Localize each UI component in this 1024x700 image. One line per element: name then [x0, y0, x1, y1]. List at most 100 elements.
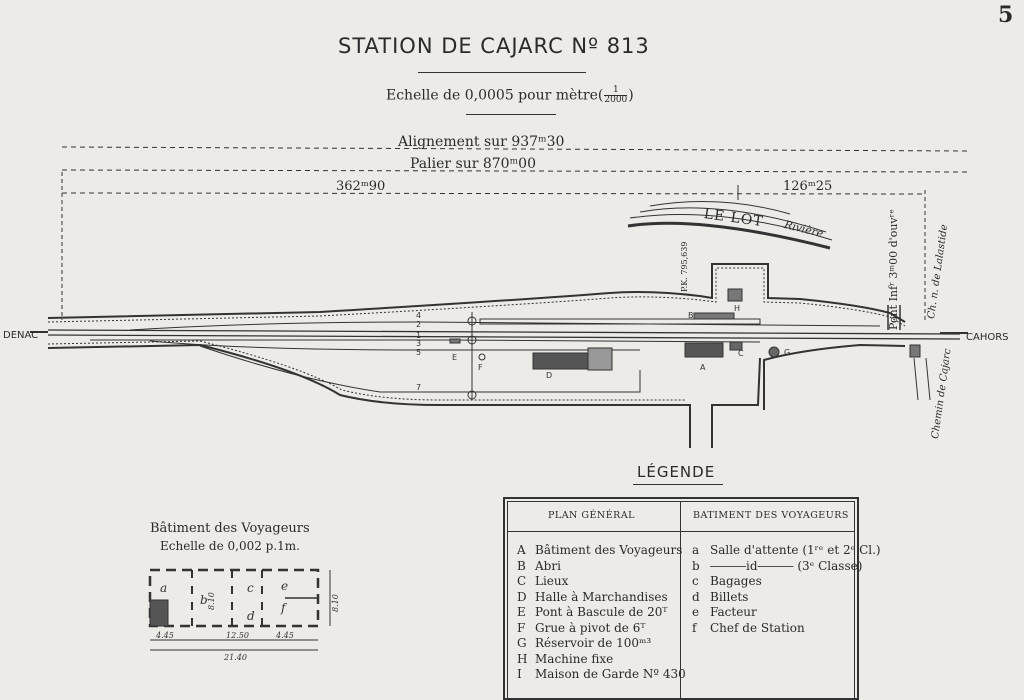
- track-number-1: 1: [416, 331, 421, 340]
- legend-batiment-item-key: e: [692, 605, 700, 619]
- letter-E: E: [452, 353, 457, 362]
- building-H-machine: [727, 288, 743, 302]
- main-track-2: [47, 334, 961, 340]
- legend-batiment-item-d: d Billets: [692, 590, 748, 604]
- building-I-garde: [909, 344, 921, 358]
- plan-title: STATION DE CAJARC Nº 813: [338, 34, 650, 58]
- track-number-2: 2: [416, 320, 421, 329]
- river-bank-south: [627, 221, 831, 250]
- legend-plan-item-label: Halle à Marchandises: [535, 589, 668, 604]
- legend-batiment-item-label: Billets: [710, 589, 749, 604]
- legend-plan-item-key: F: [517, 620, 526, 635]
- siding-track-7: [199, 345, 641, 393]
- letter-D: D: [546, 371, 552, 380]
- legend-plan-item-label: Machine fixe: [535, 651, 614, 666]
- legend-plan-item-key: C: [517, 574, 527, 588]
- legend-batiment-item-key: b: [692, 558, 700, 573]
- legend-batiment-item-key: a: [692, 543, 700, 557]
- legend-plan-item-key: D: [517, 589, 527, 604]
- legend-plan-item-key: G: [517, 636, 527, 650]
- legend-batiment-item-key: c: [692, 574, 699, 588]
- siding-track-3: [90, 339, 761, 343]
- legend-header-rule: [507, 531, 855, 532]
- track-number-3: 3: [416, 339, 421, 348]
- legend-plan-item-H: H Machine fixe: [517, 652, 613, 666]
- partial-dimension-line: [61, 192, 926, 195]
- letter-H: H: [734, 304, 740, 313]
- batiment-title: Bâtiment des Voyageurs: [150, 521, 310, 536]
- track-number-7: 7: [416, 383, 421, 392]
- legend-plan-item-label: Maison de Garde Nº 430: [535, 667, 686, 681]
- track-number-5: 5: [416, 348, 421, 357]
- scale-text: Echelle de 0,0005 pour mètre: [386, 87, 598, 104]
- legend-plan-item-label: Abri: [535, 558, 561, 573]
- siding-track-2: [129, 321, 881, 331]
- palier-dimension-line: [61, 169, 971, 173]
- legend-batiment-item-key: d: [692, 589, 700, 604]
- alignement-label: Alignement sur 937ᵐ30: [398, 134, 565, 150]
- building-A-voyageurs: [684, 342, 724, 358]
- dimension-right: 126ᵐ25: [783, 179, 833, 194]
- batiment-floorplan: [148, 568, 331, 651]
- room-a: a: [160, 581, 167, 595]
- pont-bascule-E: [449, 338, 461, 344]
- embankment-bottom: [47, 343, 761, 448]
- page-number: 5: [998, 2, 1014, 28]
- legend-plan-item-label: Réservoir de 100ᵐ³: [535, 636, 652, 650]
- legend-plan-item-label: Pont à Bascule de 20ᵀ: [535, 605, 668, 619]
- river-hatch-2: [639, 207, 827, 233]
- main-track-1: [47, 329, 961, 335]
- building-C-lieux: [729, 341, 743, 351]
- legend-plan-item-G: G Réservoir de 100ᵐ³: [517, 636, 651, 650]
- legend-plan-item-key: E: [517, 605, 526, 619]
- embankment-top: [47, 263, 906, 323]
- legend-title: LÉGENDE: [637, 463, 716, 481]
- building-B-abri: [693, 312, 735, 320]
- legend-batiment-item-label: Salle d'attente (1ʳᵉ et 2ᵉ Cl.): [710, 543, 881, 557]
- legend-plan-item-key: A: [517, 543, 526, 557]
- legend-title-underline: [633, 484, 723, 485]
- legend-batiment-item-label: Facteur: [710, 605, 757, 619]
- legend-plan-heading: PLAN GÉNÉRAL: [548, 510, 635, 521]
- destination-left: DENAC: [3, 330, 39, 341]
- legend-plan-item-label: Bâtiment des Voyageurs: [535, 543, 683, 557]
- title-underline: [418, 72, 586, 73]
- legend-plan-item-A: A Bâtiment des Voyageurs: [517, 543, 682, 557]
- room-d: d: [247, 609, 255, 623]
- platform-quay: [479, 318, 761, 325]
- embankment-top-hatch: [47, 267, 906, 327]
- scale-numerator: 1: [604, 86, 628, 96]
- dim-8-10-b: 8.10: [331, 594, 340, 612]
- legend-batiment-item-label: ―――id――― (3ᵉ Classe): [710, 558, 863, 573]
- bridge-label: Pont Infʳ 3ᵐ00 d'ouvʳᵉ: [887, 209, 900, 330]
- letter-C: C: [738, 349, 744, 358]
- batiment-scale: Echelle de 0,002 p.1m.: [160, 539, 300, 553]
- letter-G: G: [784, 348, 790, 357]
- legend-plan-item-E: E Pont à Bascule de 20ᵀ: [517, 605, 667, 619]
- room-c: c: [247, 581, 254, 595]
- destination-right: CAHORS: [966, 332, 1009, 343]
- legend-batiment-heading: BATIMENT DES VOYAGEURS: [693, 510, 849, 521]
- alignement-dimension-line: [61, 146, 971, 152]
- legend-batiment-item-label: Chef de Station: [710, 620, 805, 635]
- letter-F: F: [478, 363, 483, 372]
- palier-label: Palier sur 870ᵐ00: [410, 156, 536, 172]
- legend-batiment-item-b: b ―――id――― (3ᵉ Classe): [692, 559, 862, 573]
- dim-4-45-a: 4.45: [155, 631, 174, 640]
- kilometer-point-label: P.K. 795,639: [680, 241, 689, 292]
- scale-denominator: 2000: [604, 95, 628, 105]
- letter-A: A: [700, 363, 706, 372]
- river-hatch-3: [649, 201, 791, 215]
- room-f: f: [280, 601, 288, 615]
- legend-plan-item-key: H: [517, 651, 528, 666]
- legend-column-divider: [680, 501, 681, 700]
